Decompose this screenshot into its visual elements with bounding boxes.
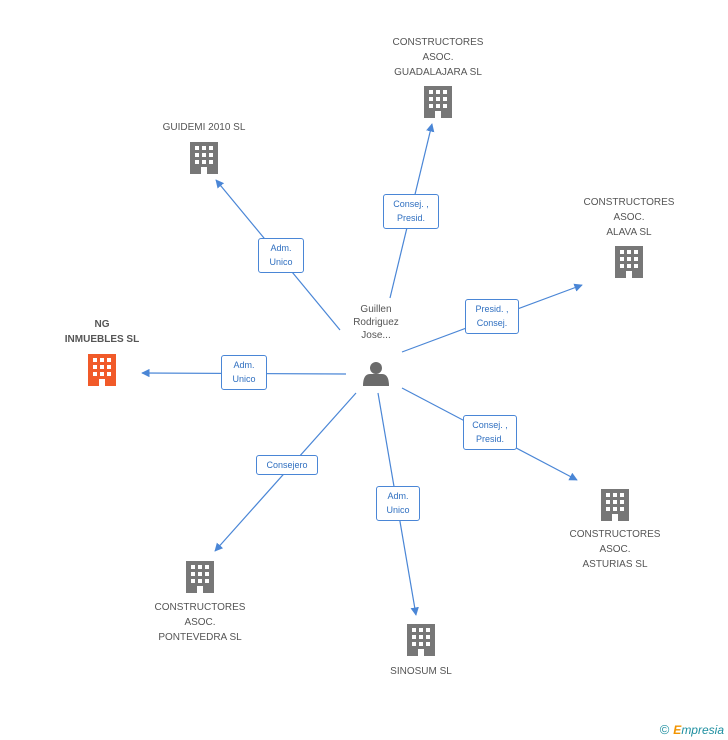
relation-label-line: Consej. , xyxy=(472,420,508,430)
relation-label-line: Consej. , xyxy=(393,199,429,209)
person-label[interactable]: Guillen Rodriguez Jose... xyxy=(316,303,436,342)
company-label-line: GUADALAJARA SL xyxy=(394,67,482,78)
person-icon[interactable] xyxy=(363,362,389,386)
person-label-line-2: Rodriguez xyxy=(353,317,399,328)
relation-label-pontevedra[interactable]: Consejero xyxy=(256,455,318,475)
company-label-line: GUIDEMI 2010 SL xyxy=(162,122,246,133)
building-icon-ng[interactable] xyxy=(88,354,116,386)
company-label-asturias[interactable]: CONSTRUCTORES ASOC. ASTURIAS SL xyxy=(540,527,690,572)
brand-logo[interactable]: Empresia xyxy=(673,722,724,737)
company-label-line: INMUEBLES SL xyxy=(64,334,140,345)
footer-brand: © Empresia xyxy=(660,722,724,737)
company-label-line: SINOSUM SL xyxy=(390,666,452,677)
company-label-alava[interactable]: CONSTRUCTORES ASOC. ALAVA SL xyxy=(554,195,704,240)
company-label-line: CONSTRUCTORES xyxy=(583,197,675,208)
relation-label-line: Unico xyxy=(386,505,410,515)
building-icon-pontevedra[interactable] xyxy=(186,561,214,593)
relation-label-line: Unico xyxy=(269,257,293,267)
relation-label-sinosum[interactable]: Adm. Unico xyxy=(376,486,420,521)
relation-label-guidemi[interactable]: Adm. Unico xyxy=(258,238,304,273)
company-label-pontevedra[interactable]: CONSTRUCTORES ASOC. PONTEVEDRA SL xyxy=(125,600,275,645)
person-label-line-3: Jose... xyxy=(361,330,391,341)
company-label-line: CONSTRUCTORES xyxy=(392,37,484,48)
company-label-line: ASOC. xyxy=(599,544,631,555)
company-label-ng[interactable]: NG INMUEBLES SL xyxy=(27,317,177,347)
company-label-line: ASOC. xyxy=(613,212,645,223)
relation-label-line: Presid. xyxy=(475,434,504,444)
company-label-sinosum[interactable]: SINOSUM SL xyxy=(346,664,496,679)
building-icon-guidemi[interactable] xyxy=(190,142,218,174)
relation-label-guadalajara[interactable]: Consej. , Presid. xyxy=(383,194,439,229)
relation-label-line: Consej. xyxy=(476,318,508,328)
company-label-line: PONTEVEDRA SL xyxy=(158,632,242,643)
company-label-line: CONSTRUCTORES xyxy=(154,602,246,613)
company-label-line: NG xyxy=(94,319,110,330)
company-label-line: ASTURIAS SL xyxy=(582,559,648,570)
person-label-line-1: Guillen xyxy=(360,304,392,315)
relation-label-line: Consejero xyxy=(266,460,308,470)
relation-label-line: Adm. xyxy=(387,491,409,501)
company-label-line: ALAVA SL xyxy=(606,227,652,238)
relation-label-alava[interactable]: Presid. , Consej. xyxy=(465,299,519,334)
building-icon-sinosum[interactable] xyxy=(407,624,435,656)
company-label-guidemi[interactable]: GUIDEMI 2010 SL xyxy=(129,120,279,135)
relation-label-line: Presid. , xyxy=(475,304,509,314)
relation-label-ng[interactable]: Adm. Unico xyxy=(221,355,267,390)
company-label-line: CONSTRUCTORES xyxy=(569,529,661,540)
copyright-icon: © xyxy=(659,722,670,737)
relation-label-line: Unico xyxy=(232,374,256,384)
building-icon-asturias[interactable] xyxy=(601,489,629,521)
relation-label-line: Presid. xyxy=(396,213,425,223)
building-icon-guadalajara[interactable] xyxy=(424,86,452,118)
relation-label-line: Adm. xyxy=(270,243,292,253)
relation-label-asturias[interactable]: Consej. , Presid. xyxy=(463,415,517,450)
company-label-guadalajara[interactable]: CONSTRUCTORES ASOC. GUADALAJARA SL xyxy=(363,35,513,80)
building-icon-alava[interactable] xyxy=(615,246,643,278)
company-label-line: ASOC. xyxy=(184,617,216,628)
company-label-line: ASOC. xyxy=(422,52,454,63)
relation-label-line: Adm. xyxy=(233,360,255,370)
